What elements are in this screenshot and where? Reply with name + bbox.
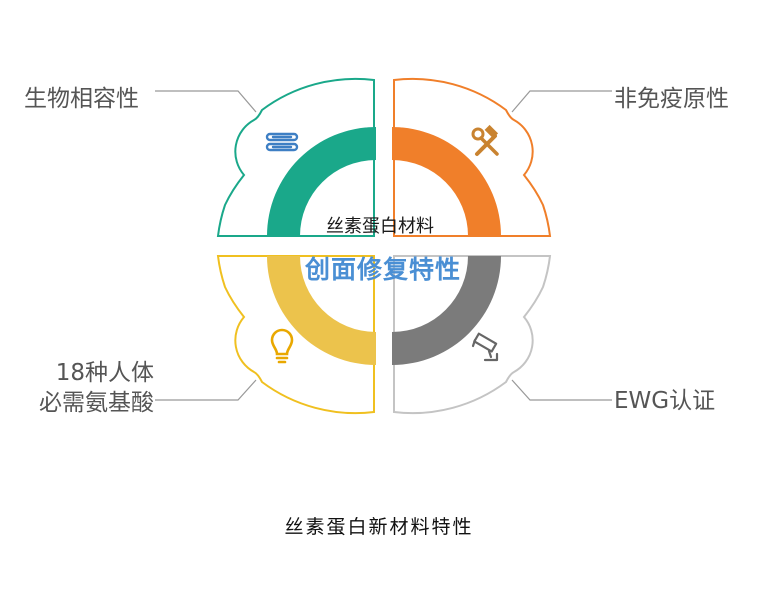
segment-tl: [267, 127, 376, 236]
center-title: 创面修复特性: [304, 255, 461, 284]
center-subtitle: 丝素蛋白材料: [326, 216, 434, 237]
segment-tr: [392, 127, 501, 236]
security-camera-icon: [471, 332, 499, 362]
segment-br: [392, 256, 501, 365]
hammer-wrench-icon: [471, 124, 499, 156]
label-non-immunogenic: 非免疫原性: [614, 86, 729, 112]
leader-tr: [511, 90, 612, 113]
figure-caption: 丝素蛋白新材料特性: [284, 516, 474, 538]
label-amino-acids: 18种人体 必需氨基酸: [39, 360, 154, 416]
leader-br: [511, 379, 612, 401]
leader-bl: [155, 379, 257, 401]
leader-tl: [155, 90, 257, 113]
lightbulb-icon: [270, 328, 294, 364]
outline-tl: [216, 77, 375, 237]
outline-br: [393, 255, 552, 415]
label-ewg-certification: EWG认证: [614, 388, 716, 414]
outline-tr: [393, 77, 552, 237]
server-stack-icon: [265, 132, 299, 152]
outline-bl: [216, 255, 375, 415]
label-biocompatibility: 生物相容性: [24, 86, 139, 112]
segment-bl: [267, 256, 376, 365]
